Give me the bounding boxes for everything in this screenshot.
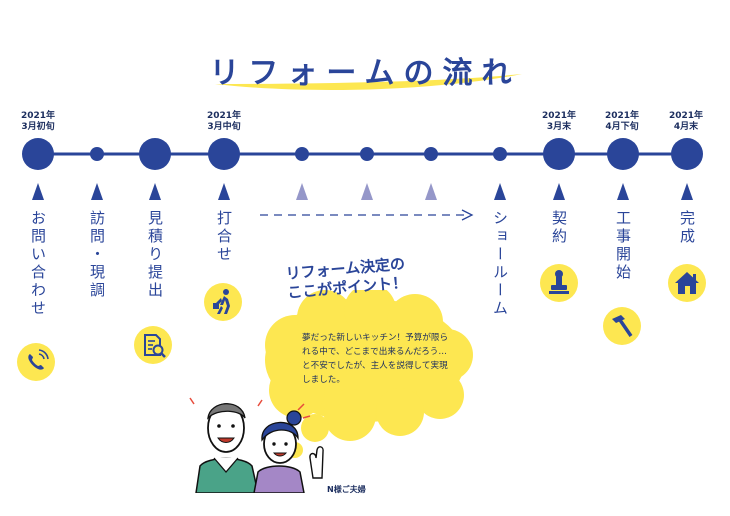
hammer-icon bbox=[603, 307, 641, 345]
testimonial-text: 夢だった新しいキッチン！予算が限られる中で、どこまで出来るんだろう…と不安でした… bbox=[302, 333, 449, 385]
milestone-meeting-4 bbox=[424, 147, 438, 161]
step-label-inquiry: お問い合わせ bbox=[29, 210, 47, 318]
speech-bubble bbox=[265, 290, 473, 458]
phone-icon bbox=[17, 343, 55, 381]
document-search-icon bbox=[134, 326, 172, 364]
step-marker-estimate bbox=[149, 183, 161, 200]
couple-illustration bbox=[189, 397, 324, 493]
step-marker-showroom bbox=[494, 183, 506, 200]
step-label-contract: 契約 bbox=[550, 210, 568, 246]
step-label-showroom: ショールーム bbox=[491, 210, 509, 318]
step-marker-contract bbox=[553, 183, 565, 200]
step-marker-complete bbox=[681, 183, 693, 200]
step-marker-meeting-3 bbox=[361, 183, 373, 200]
milestone-visit bbox=[90, 147, 104, 161]
step-label-construction: 工事開始 bbox=[614, 210, 632, 282]
step-marker-meeting-2 bbox=[296, 183, 308, 200]
milestone-meeting bbox=[208, 138, 240, 170]
step-label-meeting: 打合せ bbox=[215, 210, 233, 264]
step-marker-meeting bbox=[218, 183, 230, 200]
milestone-showroom bbox=[493, 147, 507, 161]
walking-person-icon bbox=[204, 283, 242, 321]
milestone-complete bbox=[671, 138, 703, 170]
page-title: リフォームの流れ bbox=[209, 56, 521, 91]
house-icon bbox=[668, 264, 706, 302]
milestone-contract bbox=[543, 138, 575, 170]
step-label-complete: 完成 bbox=[678, 210, 696, 246]
step-label-visit: 訪問・現調 bbox=[88, 210, 106, 300]
milestone-inquiry bbox=[22, 138, 54, 170]
step-marker-construction bbox=[617, 183, 629, 200]
stamp-icon bbox=[540, 264, 578, 302]
milestone-estimate bbox=[139, 138, 171, 170]
timeline bbox=[22, 138, 703, 221]
milestone-construction bbox=[607, 138, 639, 170]
milestone-meeting-3 bbox=[360, 147, 374, 161]
title-underline-swash bbox=[215, 74, 522, 90]
step-marker-meeting-4 bbox=[425, 183, 437, 200]
milestone-meeting-2 bbox=[295, 147, 309, 161]
couple-caption: N様ご夫婦 bbox=[327, 485, 366, 494]
step-label-estimate: 見積り提出 bbox=[146, 210, 164, 300]
step-marker-visit bbox=[91, 183, 103, 200]
dashed-arrow-head bbox=[461, 209, 474, 221]
step-marker-inquiry bbox=[32, 183, 44, 200]
